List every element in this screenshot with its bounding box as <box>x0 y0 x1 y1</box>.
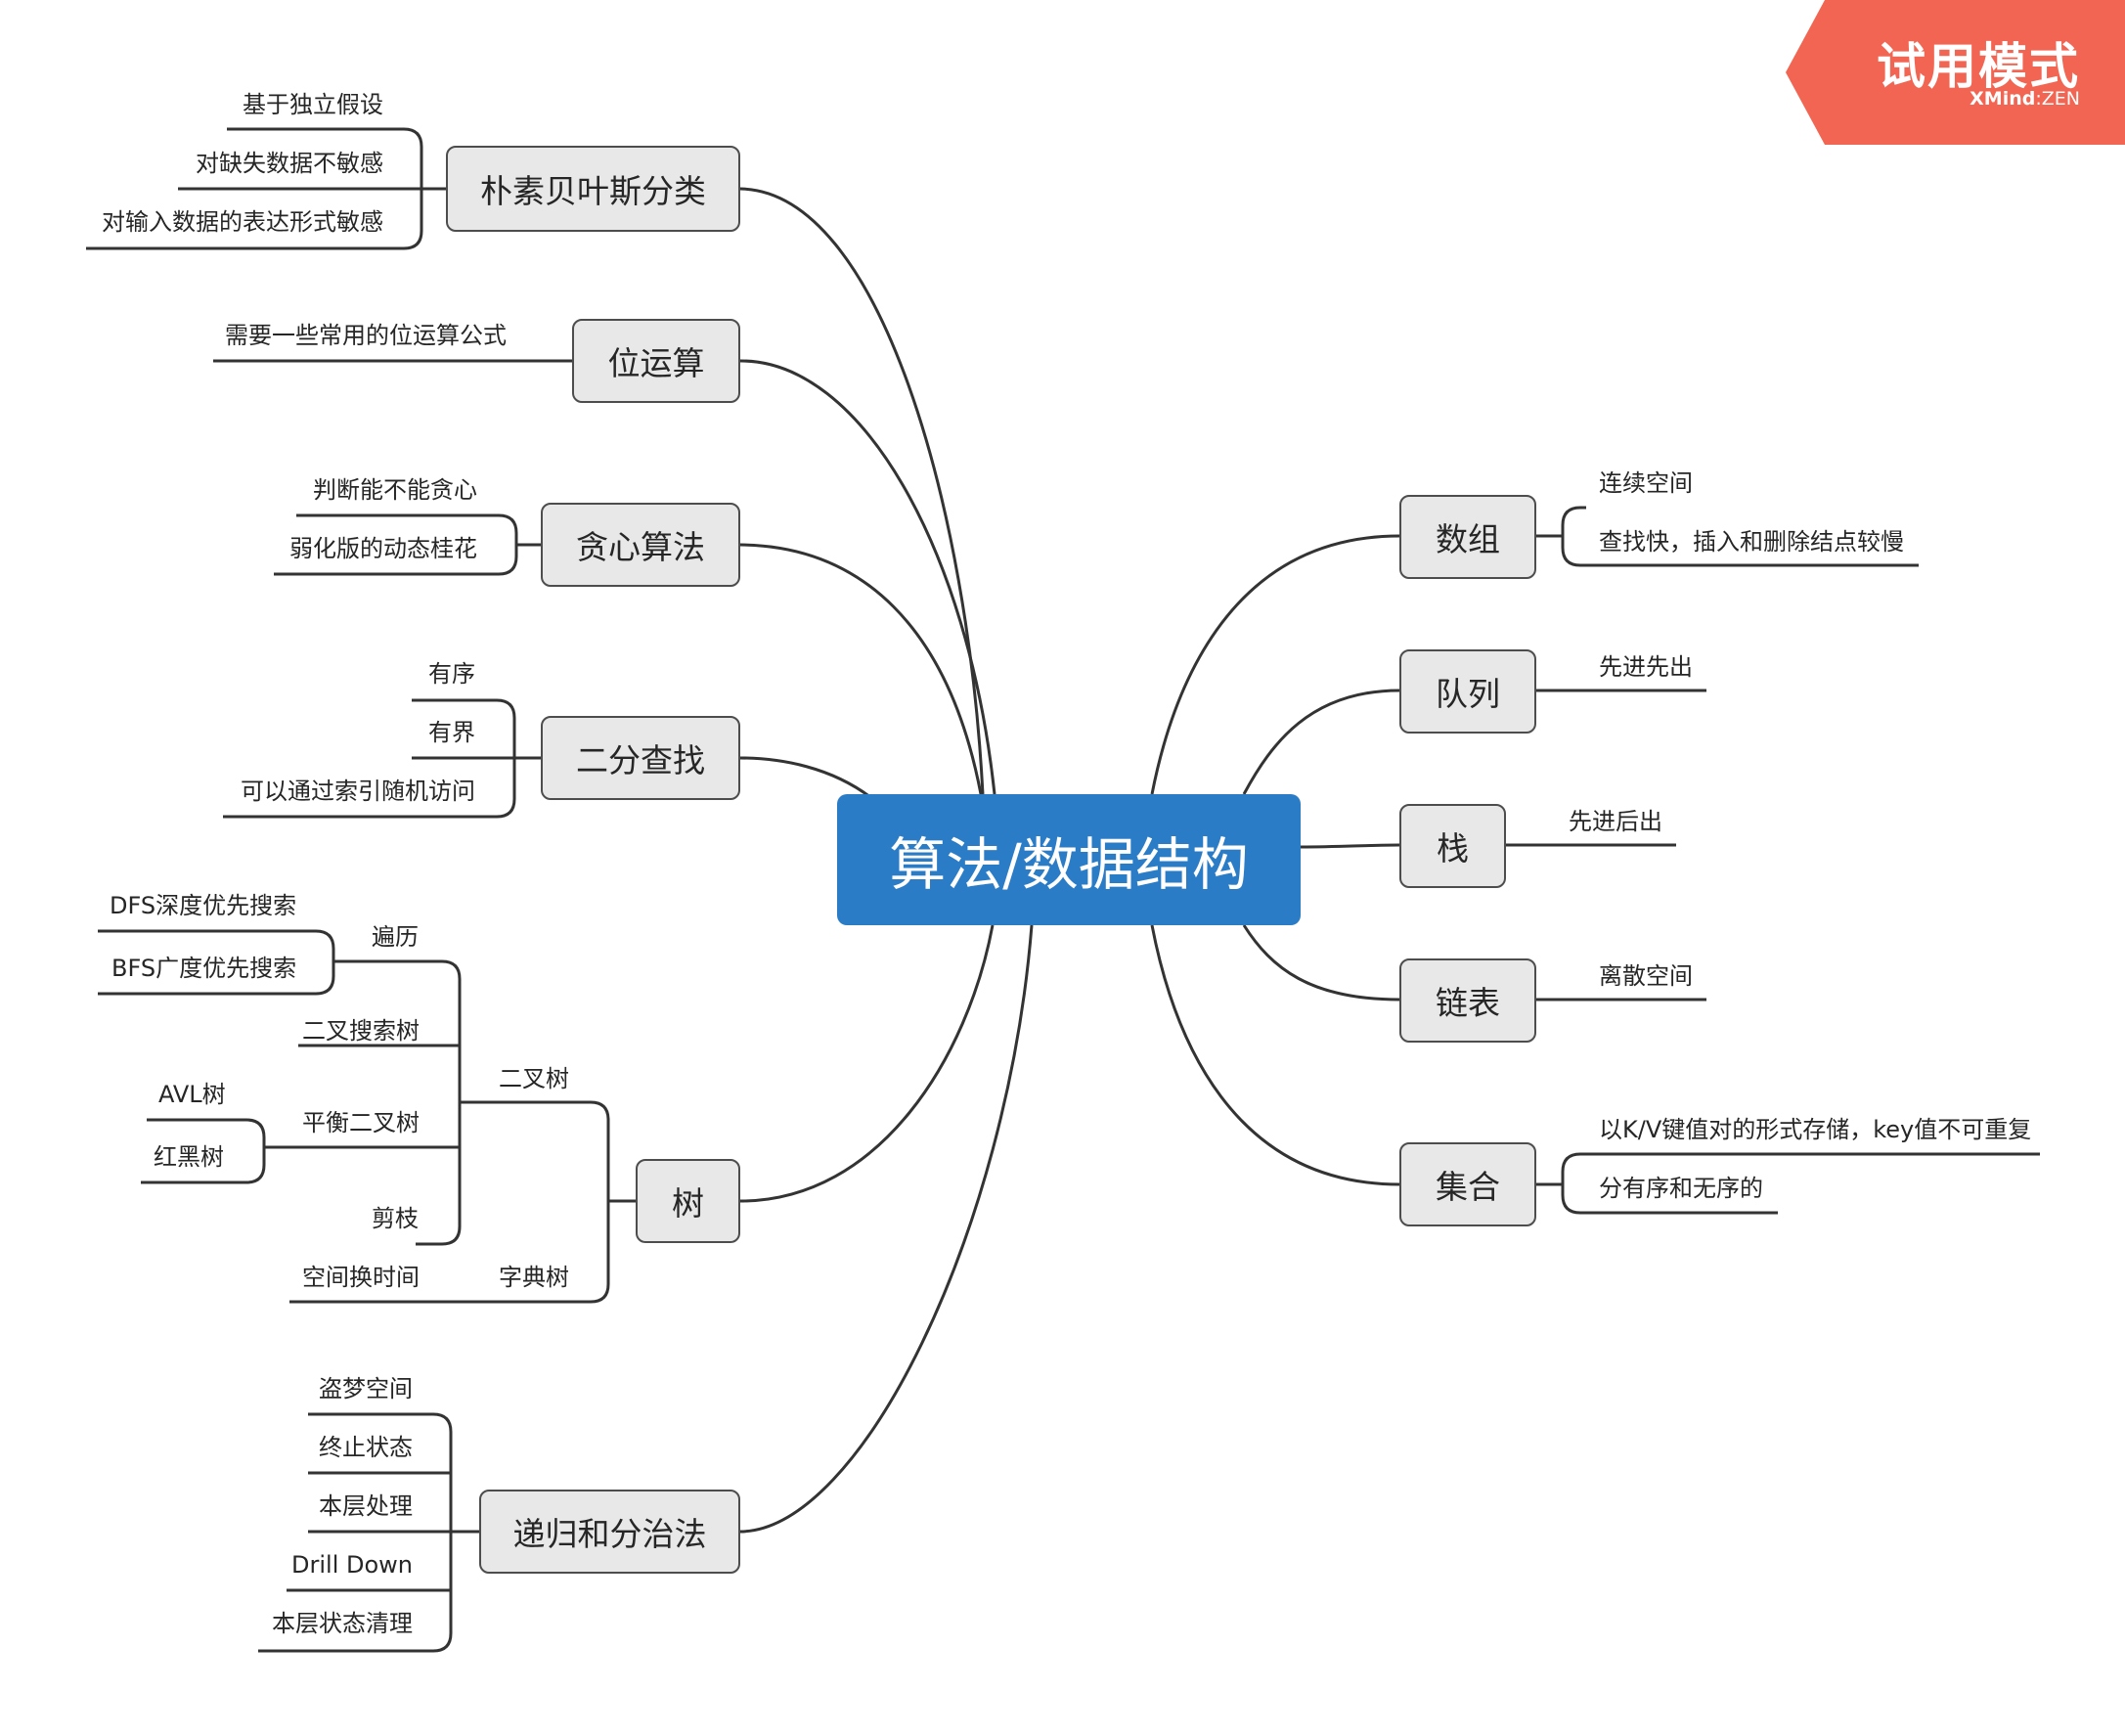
topic-greedy[interactable]: 贪心算法 <box>541 503 740 587</box>
leaf-bit-formulas[interactable]: 需要一些常用的位运算公式 <box>225 322 507 349</box>
link-array <box>1150 534 1400 795</box>
central-topic[interactable]: 算法/数据结构 <box>837 794 1301 925</box>
leaf-space-for-time[interactable]: 空间换时间 <box>302 1264 420 1291</box>
link-linked-list <box>1242 924 1400 1002</box>
leaf-lifo[interactable]: 先进后出 <box>1569 808 1662 835</box>
link-naive-bayes <box>739 187 985 795</box>
link-tree <box>739 924 995 1203</box>
leaf-missing-data-insensitive[interactable]: 对缺失数据不敏感 <box>196 150 383 177</box>
topic-bit-ops[interactable]: 位运算 <box>572 319 740 403</box>
leaf-dfs[interactable]: DFS深度优先搜索 <box>110 892 297 919</box>
leaf-ordered-unordered[interactable]: 分有序和无序的 <box>1599 1175 1763 1202</box>
leaf-discrete-space[interactable]: 离散空间 <box>1599 962 1693 990</box>
link-bit-ops <box>739 359 996 795</box>
badge-title: 试用模式 <box>1877 38 2080 95</box>
link-set <box>1150 924 1400 1186</box>
topic-queue[interactable]: 队列 <box>1399 649 1536 734</box>
badge-brand: XMind <box>1970 88 2036 110</box>
leaf-binary-tree[interactable]: 二叉树 <box>499 1065 569 1092</box>
leaf-weak-dp[interactable]: 弱化版的动态桂花 <box>289 535 477 562</box>
leaf-random-access[interactable]: 可以通过索引随机访问 <box>241 778 475 805</box>
leaf-independence-assumption[interactable]: 基于独立假设 <box>243 91 383 118</box>
topic-naive-bayes[interactable]: 朴素贝叶斯分类 <box>446 146 740 232</box>
leaf-process[interactable]: 本层处理 <box>319 1492 413 1520</box>
leaf-restore-state[interactable]: 本层状态清理 <box>272 1610 413 1637</box>
topic-stack[interactable]: 栈 <box>1399 804 1506 888</box>
leaf-avl[interactable]: AVL树 <box>158 1081 226 1108</box>
topic-tree[interactable]: 树 <box>636 1159 740 1243</box>
leaf-inception[interactable]: 盗梦空间 <box>319 1375 413 1402</box>
leaf-pruning[interactable]: 剪枝 <box>372 1205 419 1232</box>
trial-mode-badge[interactable]: 试用模式 XMind:ZEN <box>1786 0 2125 145</box>
leaf-red-black[interactable]: 红黑树 <box>154 1143 224 1171</box>
topic-set[interactable]: 集合 <box>1399 1142 1536 1226</box>
topic-binary-search[interactable]: 二分查找 <box>541 716 740 800</box>
leaf-fifo[interactable]: 先进先出 <box>1599 653 1693 681</box>
link-greedy <box>739 543 983 795</box>
leaf-bst[interactable]: 二叉搜索树 <box>302 1017 420 1045</box>
topic-recursion[interactable]: 递归和分治法 <box>479 1490 740 1574</box>
leaf-drill-down[interactable]: Drill Down <box>291 1551 413 1579</box>
link-binary-search <box>739 756 871 799</box>
link-recursion <box>739 924 1034 1534</box>
topic-linked-list[interactable]: 链表 <box>1399 958 1536 1043</box>
leaf-kv-storage[interactable]: 以K/V键值对的形式存储，key值不可重复 <box>1599 1116 2032 1143</box>
leaf-input-form-sensitive[interactable]: 对输入数据的表达形式敏感 <box>102 208 383 236</box>
topic-array[interactable]: 数组 <box>1399 495 1536 579</box>
badge-edition: ZEN <box>2041 88 2080 110</box>
leaf-contiguous-space[interactable]: 连续空间 <box>1599 469 1693 497</box>
leaf-can-be-greedy[interactable]: 判断能不能贪心 <box>313 476 477 504</box>
leaf-trie[interactable]: 字典树 <box>499 1264 569 1291</box>
leaf-ordered[interactable]: 有序 <box>428 660 475 688</box>
badge-shape <box>1786 0 2125 145</box>
badge-brand-line: XMind:ZEN <box>1970 88 2080 110</box>
leaf-bounded[interactable]: 有界 <box>428 719 475 746</box>
badge-separator: : <box>2035 88 2042 110</box>
leaf-terminator[interactable]: 终止状态 <box>319 1434 413 1461</box>
leaf-balanced-tree[interactable]: 平衡二叉树 <box>302 1109 420 1136</box>
link-queue <box>1242 689 1400 795</box>
leaf-fast-lookup[interactable]: 查找快，插入和删除结点较慢 <box>1599 528 1904 556</box>
leaf-traversal[interactable]: 遍历 <box>372 923 419 951</box>
badge-background <box>1786 0 2125 145</box>
link-stack <box>1300 843 1400 849</box>
leaf-bfs[interactable]: BFS广度优先搜索 <box>111 955 297 982</box>
